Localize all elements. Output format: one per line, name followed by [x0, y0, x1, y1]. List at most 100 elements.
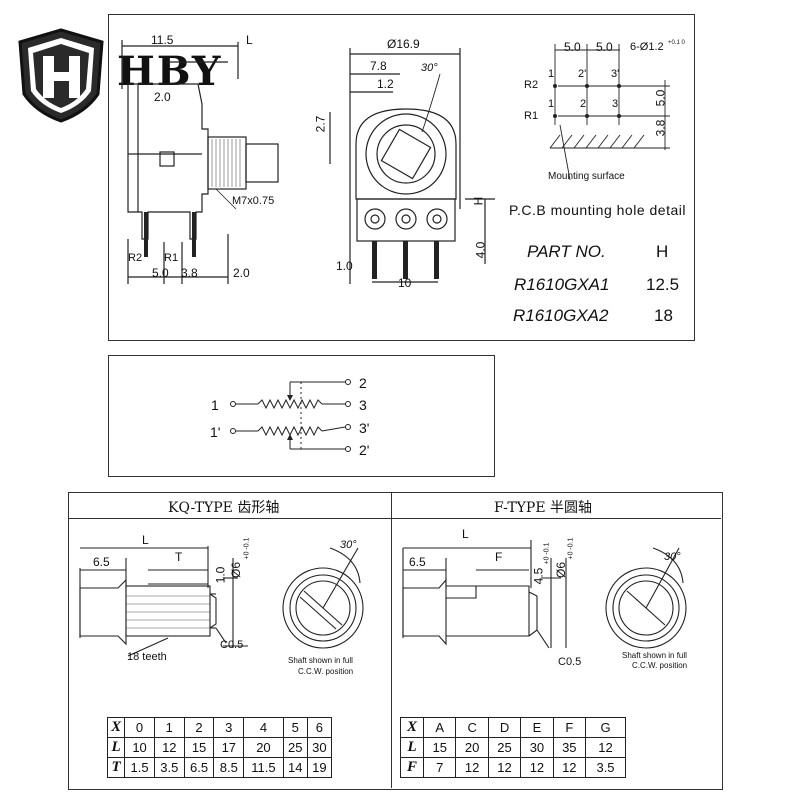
table-cell: 7 — [423, 757, 457, 778]
table-cell: 20 — [455, 737, 489, 758]
pcb-label-r1: R1 — [524, 110, 539, 122]
table-cell: 12 — [487, 757, 522, 778]
pcb-label-r2: R2 — [524, 79, 539, 91]
label-r1: R1 — [164, 252, 179, 264]
schematic-right-3: 3 — [359, 397, 367, 413]
table-cell: 1.5 — [124, 757, 155, 778]
side-view-drawing — [121, 40, 279, 284]
schematic-drawing — [230, 379, 351, 452]
f-dim-L: L — [462, 527, 469, 541]
panel-center-divider — [391, 492, 392, 788]
f-type-title: F-TYPE 半圆轴 — [494, 500, 592, 516]
table-col-header: E — [520, 717, 554, 738]
pcb-pin-1-bottom: 1 — [548, 98, 555, 110]
dim-4-0: 4.0 — [473, 241, 488, 259]
dim-1-0: 1.0 — [336, 259, 353, 273]
part-row-1-h: 12.5 — [646, 275, 680, 294]
f-note-1: Shaft shown in full — [622, 651, 687, 660]
f-dimension-table: X A C D E F G L 15 20 25 30 35 12 F 7 12… — [399, 717, 626, 778]
panel-header-divider — [68, 518, 721, 519]
table-row: L 15 20 25 30 35 12 — [399, 737, 626, 758]
pcb-pin-3-bottom: 3 — [612, 98, 619, 110]
dim-L: L — [246, 33, 253, 47]
table-cell: 19 — [306, 757, 333, 778]
f-dim-dia-tol: +0 -0.1 — [567, 537, 575, 560]
kq-dimension-table: X 0 1 2 3 4 5 6 L 10 12 15 17 20 25 30 T… — [106, 717, 333, 778]
table-col-header: G — [585, 717, 626, 738]
dim-7-8: 7.8 — [370, 59, 387, 73]
f-shaft-drawing — [402, 540, 687, 649]
mounting-surface-label: Mounting surface — [548, 171, 625, 182]
f-dim-4-5: 4.5 — [531, 567, 546, 585]
pcb-dim-v-5-0: 5.0 — [653, 89, 668, 107]
table-cell: 3.5 — [585, 757, 626, 778]
table-row: F 7 12 12 12 12 3.5 — [399, 757, 626, 778]
f-dim-6-5: 6.5 — [409, 555, 426, 569]
pcb-dim-v-3-8: 3.8 — [653, 119, 668, 137]
pcb-detail-title: P.C.B mounting hole detail — [509, 202, 686, 218]
table-col-header: 0 — [124, 717, 155, 738]
table-row: X 0 1 2 3 4 5 6 — [106, 717, 333, 738]
table-cell: 35 — [552, 737, 587, 758]
angle-30: 30° — [421, 62, 438, 74]
table-col-header: F — [552, 717, 587, 738]
table-row: X A C D E F G — [399, 717, 626, 738]
shaft-types-panel — [68, 492, 723, 790]
table-col-header: 3 — [213, 717, 245, 738]
table-cell: 12 — [153, 737, 185, 758]
table-cell: 3.5 — [153, 757, 185, 778]
table-row-label: L — [106, 737, 126, 758]
kq-shaft-drawing — [79, 546, 364, 657]
table-cell: 30 — [306, 737, 333, 758]
f-chamfer: C0.5 — [558, 656, 582, 668]
f-dim-F: F — [495, 550, 503, 564]
table-row-label: F — [399, 757, 425, 778]
pcb-holes-tolerance: +0.1 0 — [668, 40, 685, 46]
dim-2-7: 2.7 — [313, 115, 328, 133]
label-r2: R2 — [128, 252, 143, 264]
table-x-label: X — [106, 717, 126, 738]
brand-logo: HBY — [14, 28, 254, 123]
schematic-panel — [108, 355, 495, 477]
table-cell: 12 — [552, 757, 587, 778]
table-cell: 25 — [282, 737, 308, 758]
table-cell: 12 — [455, 757, 489, 778]
part-header: PART NO. — [527, 242, 606, 261]
table-col-header: 2 — [183, 717, 215, 738]
dim-dia-16-9: Ø16.9 — [387, 37, 420, 51]
part-row-2-h: 18 — [654, 306, 673, 325]
schematic-left-1p: 1' — [210, 424, 221, 440]
thread-label: M7x0.75 — [232, 195, 275, 207]
schematic-right-2: 2 — [359, 375, 367, 391]
table-cell: 8.5 — [213, 757, 245, 778]
kq-teeth-label: 18 teeth — [127, 651, 167, 663]
part-row-2-name: R1610GXA2 — [513, 306, 609, 325]
table-cell: 14 — [282, 757, 308, 778]
table-cell: 15 — [183, 737, 215, 758]
table-col-header: D — [487, 717, 522, 738]
kq-dim-T: T — [175, 550, 183, 564]
dim-1-2: 1.2 — [377, 77, 394, 91]
table-cell: 17 — [213, 737, 245, 758]
dim-5-0: 5.0 — [152, 266, 169, 280]
pcb-dim-5-0-a: 5.0 — [564, 40, 581, 54]
table-cell: 10 — [124, 737, 155, 758]
dim-H: H — [471, 196, 486, 206]
schematic-right-3p: 3' — [359, 420, 370, 436]
dim-2-0-bottom: 2.0 — [233, 266, 250, 280]
dim-10: 10 — [398, 276, 412, 290]
table-cell: 6.5 — [183, 757, 215, 778]
f-note-2: C.C.W. position — [632, 661, 688, 670]
dim-2-0-top: 2.0 — [154, 90, 171, 104]
kq-type-title: KQ-TYPE 齿形轴 — [168, 500, 280, 516]
f-dim-4-5-tol: +0 -0.1 — [543, 542, 551, 565]
table-col-header: A — [423, 717, 457, 738]
kq-dim-6-5: 6.5 — [93, 555, 110, 569]
kq-angle: 30° — [340, 539, 357, 551]
dim-3-8: 3.8 — [181, 266, 198, 280]
pcb-pin-2-top: 2' — [578, 68, 587, 80]
table-col-header: 4 — [243, 717, 284, 738]
front-view-drawing — [329, 48, 495, 284]
kq-dim-dia: Ø6 — [229, 561, 244, 579]
schematic-left-1: 1 — [211, 397, 219, 413]
